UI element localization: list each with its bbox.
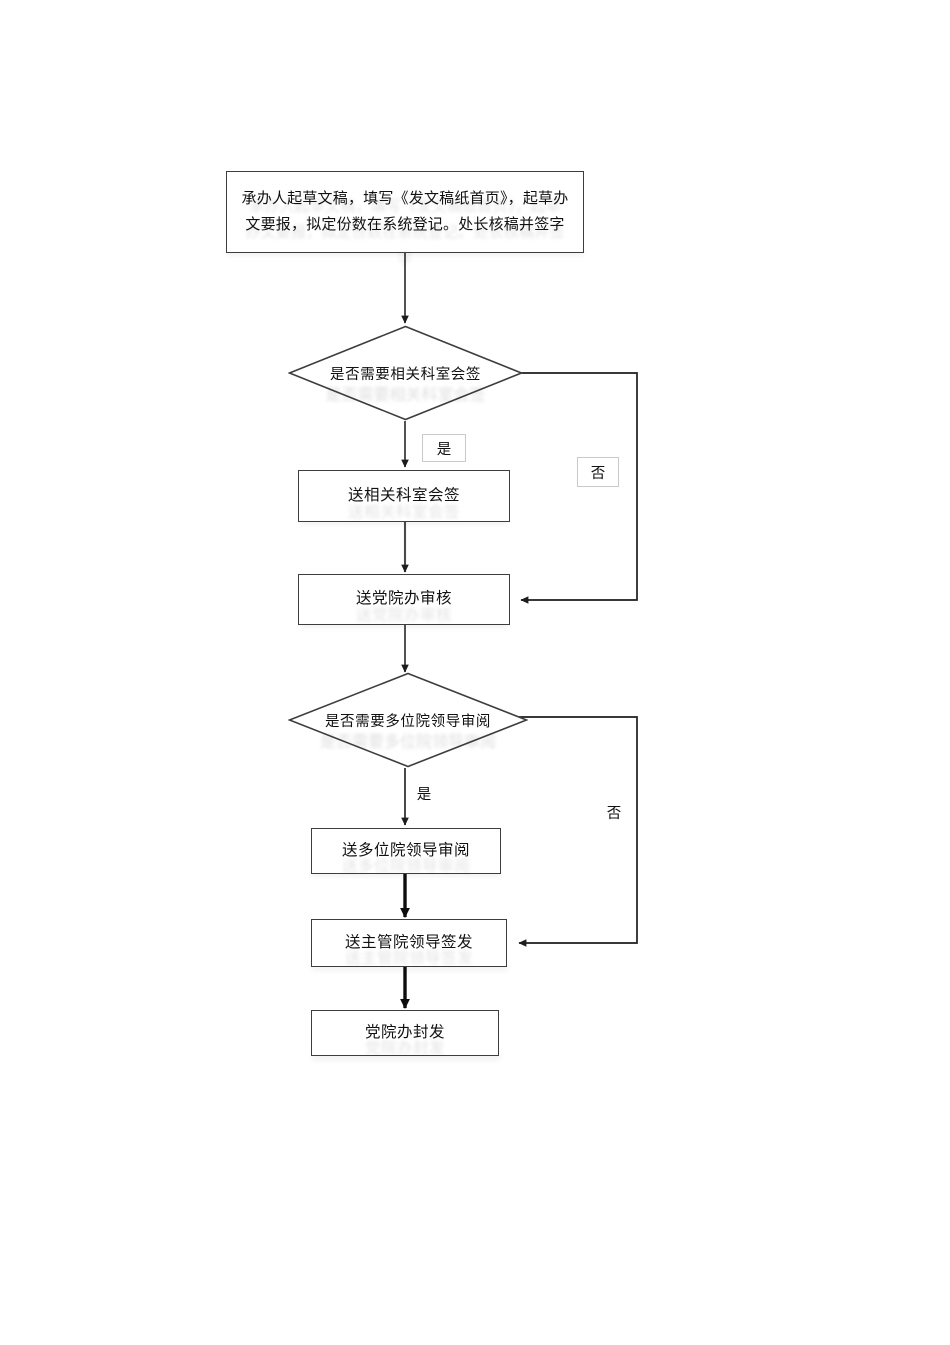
node-send-signing-leader[interactable]: 送主管院领导签发 送主管院领导签发 bbox=[311, 919, 507, 967]
node-need-countersign-label: 是否需要相关科室会签 bbox=[330, 366, 481, 383]
node-need-multi-leaders-label: 是否需要多位院领导审阅 bbox=[324, 713, 492, 730]
node-need-countersign[interactable]: 是否需要相关科室会签 是否需要相关科室会签 bbox=[288, 325, 523, 421]
diamond-shape bbox=[288, 325, 523, 421]
edge-label-yes-1: 是 bbox=[422, 434, 466, 462]
edge-label-yes-2: 是 bbox=[412, 782, 436, 804]
node-draft-label: 承办人起草文稿，填写《发文稿纸首页》，起草办文要报，拟定份数在系统登记。处长核稿… bbox=[241, 190, 569, 233]
node-send-office-review[interactable]: 送党院办审核 送党院办审核 bbox=[298, 574, 510, 625]
node-send-multi-leaders[interactable]: 送多位院领导审阅 送多位院领导审阅 bbox=[311, 828, 501, 875]
edge-label-yes-1-text: 是 bbox=[436, 441, 452, 458]
edge-label-no-1-text: 否 bbox=[590, 465, 606, 482]
node-send-signing-leader-label: 送主管院领导签发 bbox=[344, 933, 473, 951]
node-office-issue[interactable]: 党院办封发 党院办封发 bbox=[311, 1010, 499, 1057]
diamond-shape bbox=[288, 672, 528, 768]
edge-label-yes-2-text: 是 bbox=[416, 786, 432, 803]
edge-label-no-1: 否 bbox=[577, 457, 619, 487]
node-send-office-review-label: 送党院办审核 bbox=[355, 590, 452, 608]
node-send-multi-leaders-label: 送多位院领导审阅 bbox=[341, 841, 470, 859]
node-send-countersign[interactable]: 送相关科室会签 送相关科室会签 bbox=[298, 470, 510, 522]
node-office-issue-label: 党院办封发 bbox=[364, 1023, 445, 1041]
edge-label-no-2-text: 否 bbox=[606, 805, 622, 822]
node-need-multi-leaders[interactable]: 是否需要多位院领导审阅 是否需要多位院领导审阅 bbox=[288, 672, 528, 768]
node-send-countersign-label: 送相关科室会签 bbox=[347, 486, 460, 504]
node-draft[interactable]: 承办人起草文稿，填写《发文稿纸首页》，起草办文要报，拟定份数在系统登记。处长核稿… bbox=[226, 171, 584, 268]
edge-label-no-2: 否 bbox=[602, 801, 626, 823]
